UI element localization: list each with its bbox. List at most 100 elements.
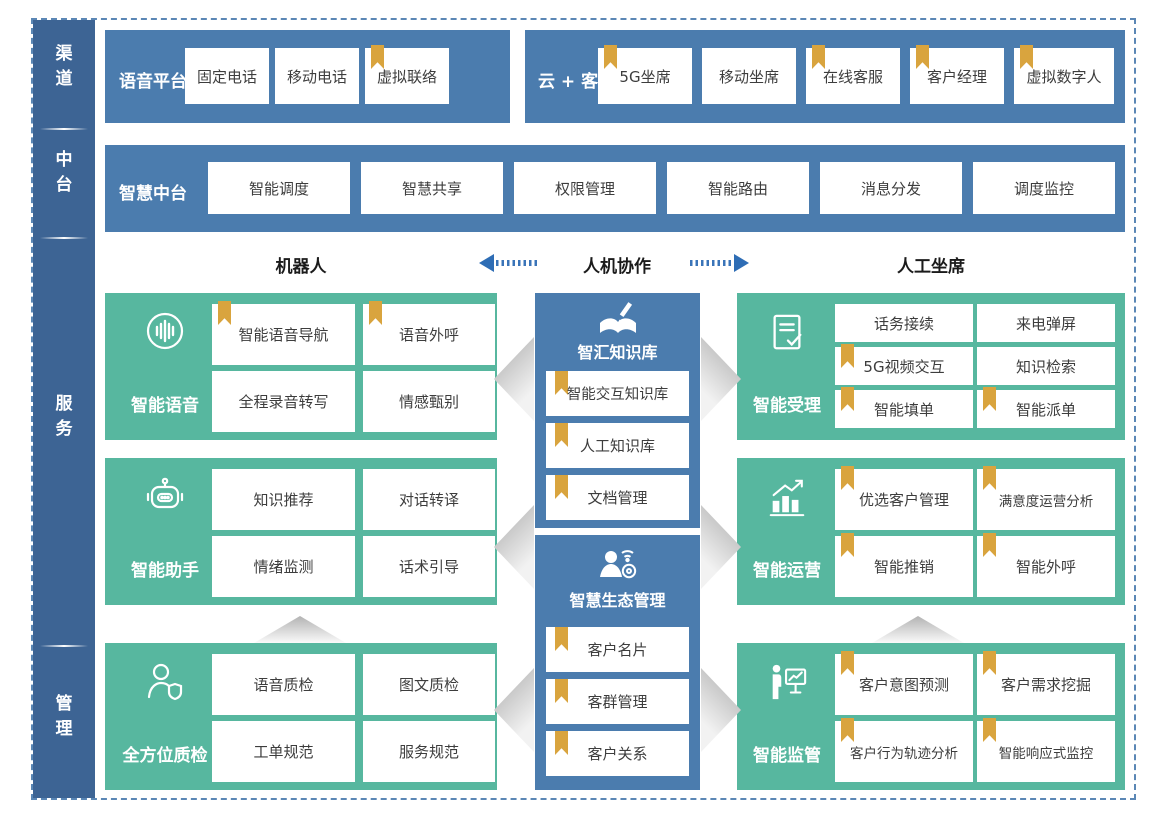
feature-box: 对话转译	[363, 469, 495, 530]
voice-platform-panel: 语音平台 固定电话 移动电话 虚拟联络	[105, 30, 510, 123]
channel-box: 客户经理	[910, 45, 1004, 104]
bookmark-icon	[841, 387, 854, 411]
feature-box: 来电弹屏	[977, 304, 1115, 342]
feature-box: 话务接续	[835, 304, 973, 342]
column-header-robot: 机器人	[275, 257, 327, 277]
bookmark-icon	[841, 344, 854, 368]
knowledge-label: 智能交互知识库	[566, 387, 669, 403]
feature-label: 工单规范	[253, 743, 314, 761]
monitor-presenter-icon	[765, 661, 809, 703]
midplatform-label: 智能路由	[707, 179, 768, 198]
layer-label-midplatform: 中台	[55, 150, 73, 195]
feature-label: 满意度运营分析	[998, 493, 1094, 510]
midplatform-box: 调度监控	[973, 162, 1115, 214]
feature-label: 优选客户管理	[858, 491, 949, 509]
feature-box: 知识检索	[977, 347, 1115, 385]
inspector-badge-icon	[142, 659, 188, 705]
layer-label-channel: 渠道	[55, 44, 73, 89]
block-quality-inspection: 全方位质检 语音质检 图文质检 工单规范 服务规范	[105, 643, 497, 790]
channel-label: 固定电话	[196, 67, 257, 86]
midplatform-box: 消息分发	[820, 162, 962, 214]
channel-box: 移动坐席	[702, 48, 796, 104]
panel-title: 智慧生态管理	[569, 591, 666, 610]
channel-box: 固定电话	[185, 48, 269, 104]
feature-box: 满意度运营分析	[977, 466, 1115, 530]
block-smart-operations: 智能运营 优选客户管理 满意度运营分析 智能推销 智能外呼	[737, 458, 1125, 605]
feature-box: 优选客户管理	[835, 466, 973, 530]
sidebar-divider	[40, 237, 88, 239]
block-title: 智能语音	[131, 396, 199, 416]
ecosystem-label: 客户名片	[587, 641, 648, 659]
block-title: 智能助手	[131, 561, 199, 581]
midplatform-label: 智慧共享	[401, 179, 462, 198]
feature-box: 图文质检	[363, 654, 495, 715]
feature-label: 语音外呼	[398, 326, 459, 344]
feature-label: 全程录音转写	[238, 393, 329, 411]
block-smart-acceptance: 智能受理 话务接续 来电弹屏 5G视频交互 知识检索 智能填单 智能派单	[737, 293, 1125, 440]
bookmark-icon	[916, 45, 929, 69]
arrow-left-tail-icon	[496, 260, 538, 266]
knowledge-box: 文档管理	[546, 475, 689, 520]
block-title: 智能运营	[753, 561, 821, 581]
block-smart-supervision: 智能监管 客户意图预测 客户需求挖掘 客户行为轨迹分析 智能响应式监控	[737, 643, 1125, 790]
channel-label: 在线客服	[822, 67, 883, 86]
feature-box: 语音外呼	[363, 301, 495, 365]
block-title: 智能监管	[753, 746, 821, 766]
bookmark-icon	[841, 651, 854, 675]
feature-box: 服务规范	[363, 721, 495, 782]
feature-label: 客户需求挖掘	[1000, 676, 1091, 694]
smart-midplatform-panel: 智慧中台 智能调度 智慧共享 权限管理 智能路由 消息分发 调度监控	[105, 145, 1125, 232]
channel-label: 移动电话	[286, 67, 347, 86]
feature-box: 工单规范	[212, 721, 355, 782]
feature-label: 对话转译	[398, 491, 459, 509]
layer-label-management: 管理	[55, 694, 73, 739]
channel-box: 在线客服	[806, 45, 900, 104]
bookmark-icon	[983, 533, 996, 557]
dashed-border	[31, 18, 1136, 800]
channel-label: 客户经理	[926, 67, 987, 86]
channel-label: 5G坐席	[619, 67, 671, 86]
bookmark-icon	[983, 466, 996, 490]
feature-label: 服务规范	[398, 743, 459, 761]
chart-growth-icon	[765, 476, 809, 518]
bookmark-icon	[812, 45, 825, 69]
bookmark-icon	[218, 301, 231, 325]
panel-title: 云 + 客服	[538, 72, 616, 92]
midplatform-label: 智能调度	[248, 179, 309, 198]
midplatform-box: 智能调度	[208, 162, 350, 214]
feature-box: 情绪监测	[212, 536, 355, 597]
midplatform-label: 消息分发	[860, 179, 921, 198]
bookmark-icon	[371, 45, 384, 69]
midplatform-label: 调度监控	[1013, 179, 1074, 198]
bookmark-icon	[369, 301, 382, 325]
bookmark-icon	[555, 475, 568, 499]
feature-box: 智能填单	[835, 387, 973, 428]
ecosystem-person-icon	[535, 543, 700, 585]
knowledge-label: 人工知识库	[579, 437, 655, 455]
feature-label: 智能填单	[873, 400, 934, 419]
sidebar-divider	[40, 128, 88, 130]
feature-label: 话务接续	[873, 314, 934, 333]
feature-label: 语音质检	[253, 676, 314, 694]
column-header-agent: 人工坐席	[897, 257, 965, 277]
panel-ecosystem-management: 智慧生态管理 客户名片 客群管理 客户关系	[535, 535, 700, 790]
feature-box: 智能外呼	[977, 533, 1115, 597]
block-smart-assistant: 智能助手 知识推荐 对话转译 情绪监测 话术引导	[105, 458, 497, 605]
bookmark-icon	[555, 423, 568, 447]
feature-label: 智能语音导航	[238, 326, 329, 344]
panel-title: 智慧中台	[119, 184, 187, 204]
bookmark-icon	[841, 466, 854, 490]
feature-label: 图文质检	[398, 676, 459, 694]
ecosystem-label: 客群管理	[587, 693, 648, 711]
ecosystem-box: 客户关系	[546, 731, 689, 776]
feature-box: 客户需求挖掘	[977, 651, 1115, 715]
bookmark-icon	[555, 627, 568, 651]
feature-box: 智能响应式监控	[977, 718, 1115, 782]
cloud-service-panel: 云 + 客服 5G坐席 移动坐席 在线客服 客户经理 虚拟数字人	[525, 30, 1125, 123]
feature-label: 客户行为轨迹分析	[850, 745, 958, 762]
feature-box: 客户意图预测	[835, 651, 973, 715]
block-title: 全方位质检	[122, 746, 208, 766]
bookmark-icon	[841, 533, 854, 557]
block-smart-voice: 智能语音 智能语音导航 语音外呼 全程录音转写 情感甄别	[105, 293, 497, 440]
panel-title: 语音平台	[119, 72, 187, 92]
